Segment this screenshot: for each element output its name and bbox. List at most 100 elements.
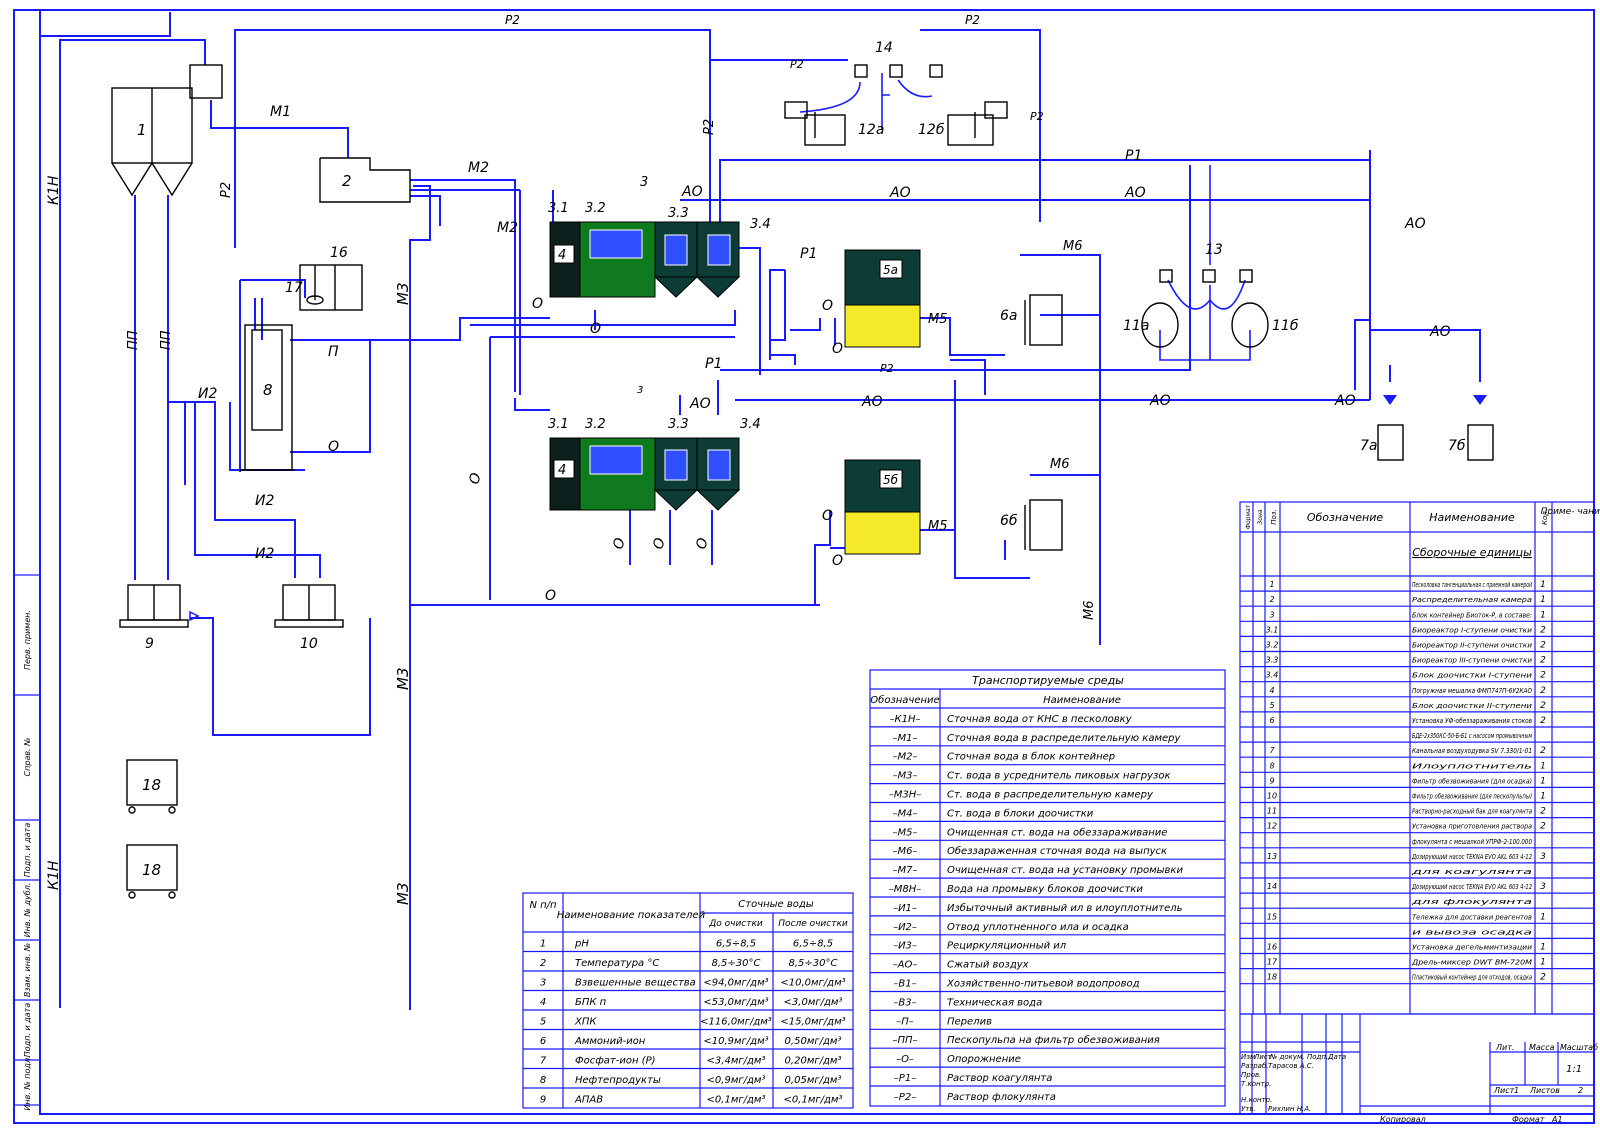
spec-row-name: Установка УФ-обеззараживания стоков: [1412, 716, 1532, 725]
params-cell: <53,0мг/дм³: [703, 997, 768, 1008]
params-cell: <0,1мг/дм³: [707, 1095, 766, 1106]
label-12b: 12б: [918, 122, 945, 138]
label-ao-blowers: АО: [1429, 324, 1451, 340]
params-cell: <10,0мг/дм³: [780, 978, 845, 989]
spec-row-qty: 3: [1540, 882, 1546, 892]
label-r1-top: Р1: [1125, 148, 1142, 164]
spec-row-pos: 16: [1267, 943, 1277, 952]
spec-row-pos: 1: [1269, 580, 1274, 589]
params-cell: Аммоний-ион: [574, 1036, 646, 1047]
label-34-upper: 3.4: [750, 217, 771, 232]
stamp-vzam: Взам. инв. №: [23, 943, 32, 997]
label-k1h-bottom: К1Н: [46, 860, 62, 890]
spec-row-qty: 1: [1540, 943, 1546, 953]
params-h-group: Сточные воды: [738, 899, 814, 910]
spec-row-name: и вывоза осадка: [1412, 927, 1532, 936]
spec-row-name: Установка приготовления раствора: [1412, 822, 1532, 831]
spec-row-qty: 1: [1540, 792, 1546, 802]
params-cell: Взвешенные вещества: [575, 978, 696, 989]
spec-h-format: Формат: [1245, 504, 1252, 529]
label-8: 8: [263, 381, 273, 399]
spec-row-pos: 3.1: [1266, 625, 1279, 634]
spec-row-qty: 2: [1540, 625, 1546, 635]
label-31-upper: 3.1: [548, 201, 569, 216]
equipment-12b: 12б: [918, 101, 1008, 146]
spec-row-pos: 7: [1269, 746, 1275, 755]
spec-row-qty: 2: [1540, 701, 1546, 711]
label-17: 17: [285, 280, 303, 296]
label-o-8: О: [328, 439, 339, 455]
params-cell: 3: [540, 978, 546, 989]
spec-row-pos: 9: [1269, 776, 1274, 785]
media-row-code: –АО–: [893, 960, 918, 971]
media-row-name: Хозяйственно-питьевой водопровод: [946, 979, 1140, 990]
tb-kopiroval: Копировал: [1380, 1115, 1426, 1124]
media-row-code: –О–: [896, 1054, 914, 1065]
media-row-code: –В3–: [893, 997, 916, 1008]
label-11b: 11б: [1272, 318, 1299, 334]
media-row-code: –М8Н–: [889, 884, 922, 895]
media-row-name: Ст. вода в блоки доочистки: [947, 807, 1094, 819]
spec-row-name: Дозирующий насос TEKNA EVO AKL 603 4-12: [1411, 852, 1532, 861]
media-row-code: –ПП–: [892, 1035, 917, 1046]
media-row-code: –М7–: [893, 865, 918, 876]
spec-row-pos: 18: [1267, 973, 1277, 982]
spec-row-name: Фильтр обезвоживания (для осадка): [1412, 776, 1532, 785]
spec-row-name: Биореактор II-ступени очистки: [1412, 641, 1532, 650]
label-12a: 12а: [858, 122, 884, 138]
tb-listov-val: 2: [1578, 1086, 1583, 1095]
spec-row-qty: 2: [1540, 641, 1546, 651]
label-m3-a: М3: [394, 283, 412, 306]
spec-row-pos: 14: [1267, 882, 1277, 891]
params-cell: 7: [540, 1056, 547, 1067]
equipment-6a: 6а: [1000, 294, 1063, 346]
spec-row-name: для коагулянта: [1410, 867, 1532, 876]
spec-row-pos: 15: [1267, 912, 1277, 921]
params-table: N п/п Наименование показателей Сточные в…: [522, 892, 854, 1109]
label-7a: 7а: [1360, 438, 1378, 454]
spec-row-name: для флокулянта: [1410, 897, 1532, 906]
block-container-3-lower: 4: [549, 437, 741, 511]
media-row-code: –К1Н–: [890, 714, 921, 725]
tb-format: Формат: [1512, 1115, 1545, 1124]
label-m3-c: М3: [394, 883, 412, 906]
tb-list-lbl: Лист: [1493, 1086, 1515, 1095]
params-cell: <3,0мг/дм³: [784, 997, 843, 1008]
label-4-upper: 4: [558, 248, 566, 263]
spec-row-name: Установка дегельминтизации: [1412, 943, 1532, 952]
params-cell: 1: [540, 939, 546, 950]
params-cell: БПК п: [575, 997, 607, 1008]
media-row-name: Отвод уплотненного ила и осадка: [947, 922, 1129, 933]
media-row-code: –М6–: [893, 846, 918, 857]
spec-row-pos: 3.2: [1266, 641, 1279, 650]
spec-row-qty: 1: [1540, 912, 1546, 922]
params-cell: pH: [574, 939, 589, 950]
tb-nkontr: Н.контр.: [1241, 1096, 1272, 1104]
media-row-code: –М5–: [893, 827, 918, 838]
label-r1-lower: Р1: [705, 356, 722, 372]
equipment-5b: 5б: [844, 459, 921, 555]
media-table-title: Транспортируемые среды: [972, 674, 1124, 687]
equipment-18-container-b: 18: [126, 844, 178, 899]
spec-row-pos: 17: [1267, 958, 1278, 967]
label-31-lower: 3.1: [548, 417, 569, 432]
tb-list: Лист: [1253, 1053, 1273, 1061]
spec-row-name: Песколовка тангенциальная с приемной кам…: [1412, 580, 1532, 589]
stamp-perv: Перв. примен.: [23, 610, 32, 670]
media-row-name: Обеззараженная сточная вода на выпуск: [947, 845, 1167, 857]
label-33-lower: 3.3: [668, 417, 689, 432]
equipment-16-17: 16 17: [285, 245, 363, 311]
spec-h-zone: Зона: [1257, 509, 1264, 524]
label-m2-left: М2: [497, 220, 518, 236]
media-row-name: Сточная вода в блок контейнер: [947, 751, 1115, 763]
spec-h-name: Наименование: [1429, 511, 1515, 524]
params-cell: <116,0мг/дм³: [700, 1017, 772, 1028]
spec-h-designation: Обозначение: [1307, 511, 1384, 524]
media-row-code: –Р2–: [894, 1092, 916, 1103]
params-cell: 0,50мг/дм³: [785, 1036, 842, 1047]
tb-lit: Лит.: [1495, 1043, 1514, 1052]
label-o-34: О: [650, 536, 668, 551]
params-cell: 6: [540, 1036, 546, 1047]
params-cell: <15,0мг/дм³: [780, 1017, 845, 1028]
